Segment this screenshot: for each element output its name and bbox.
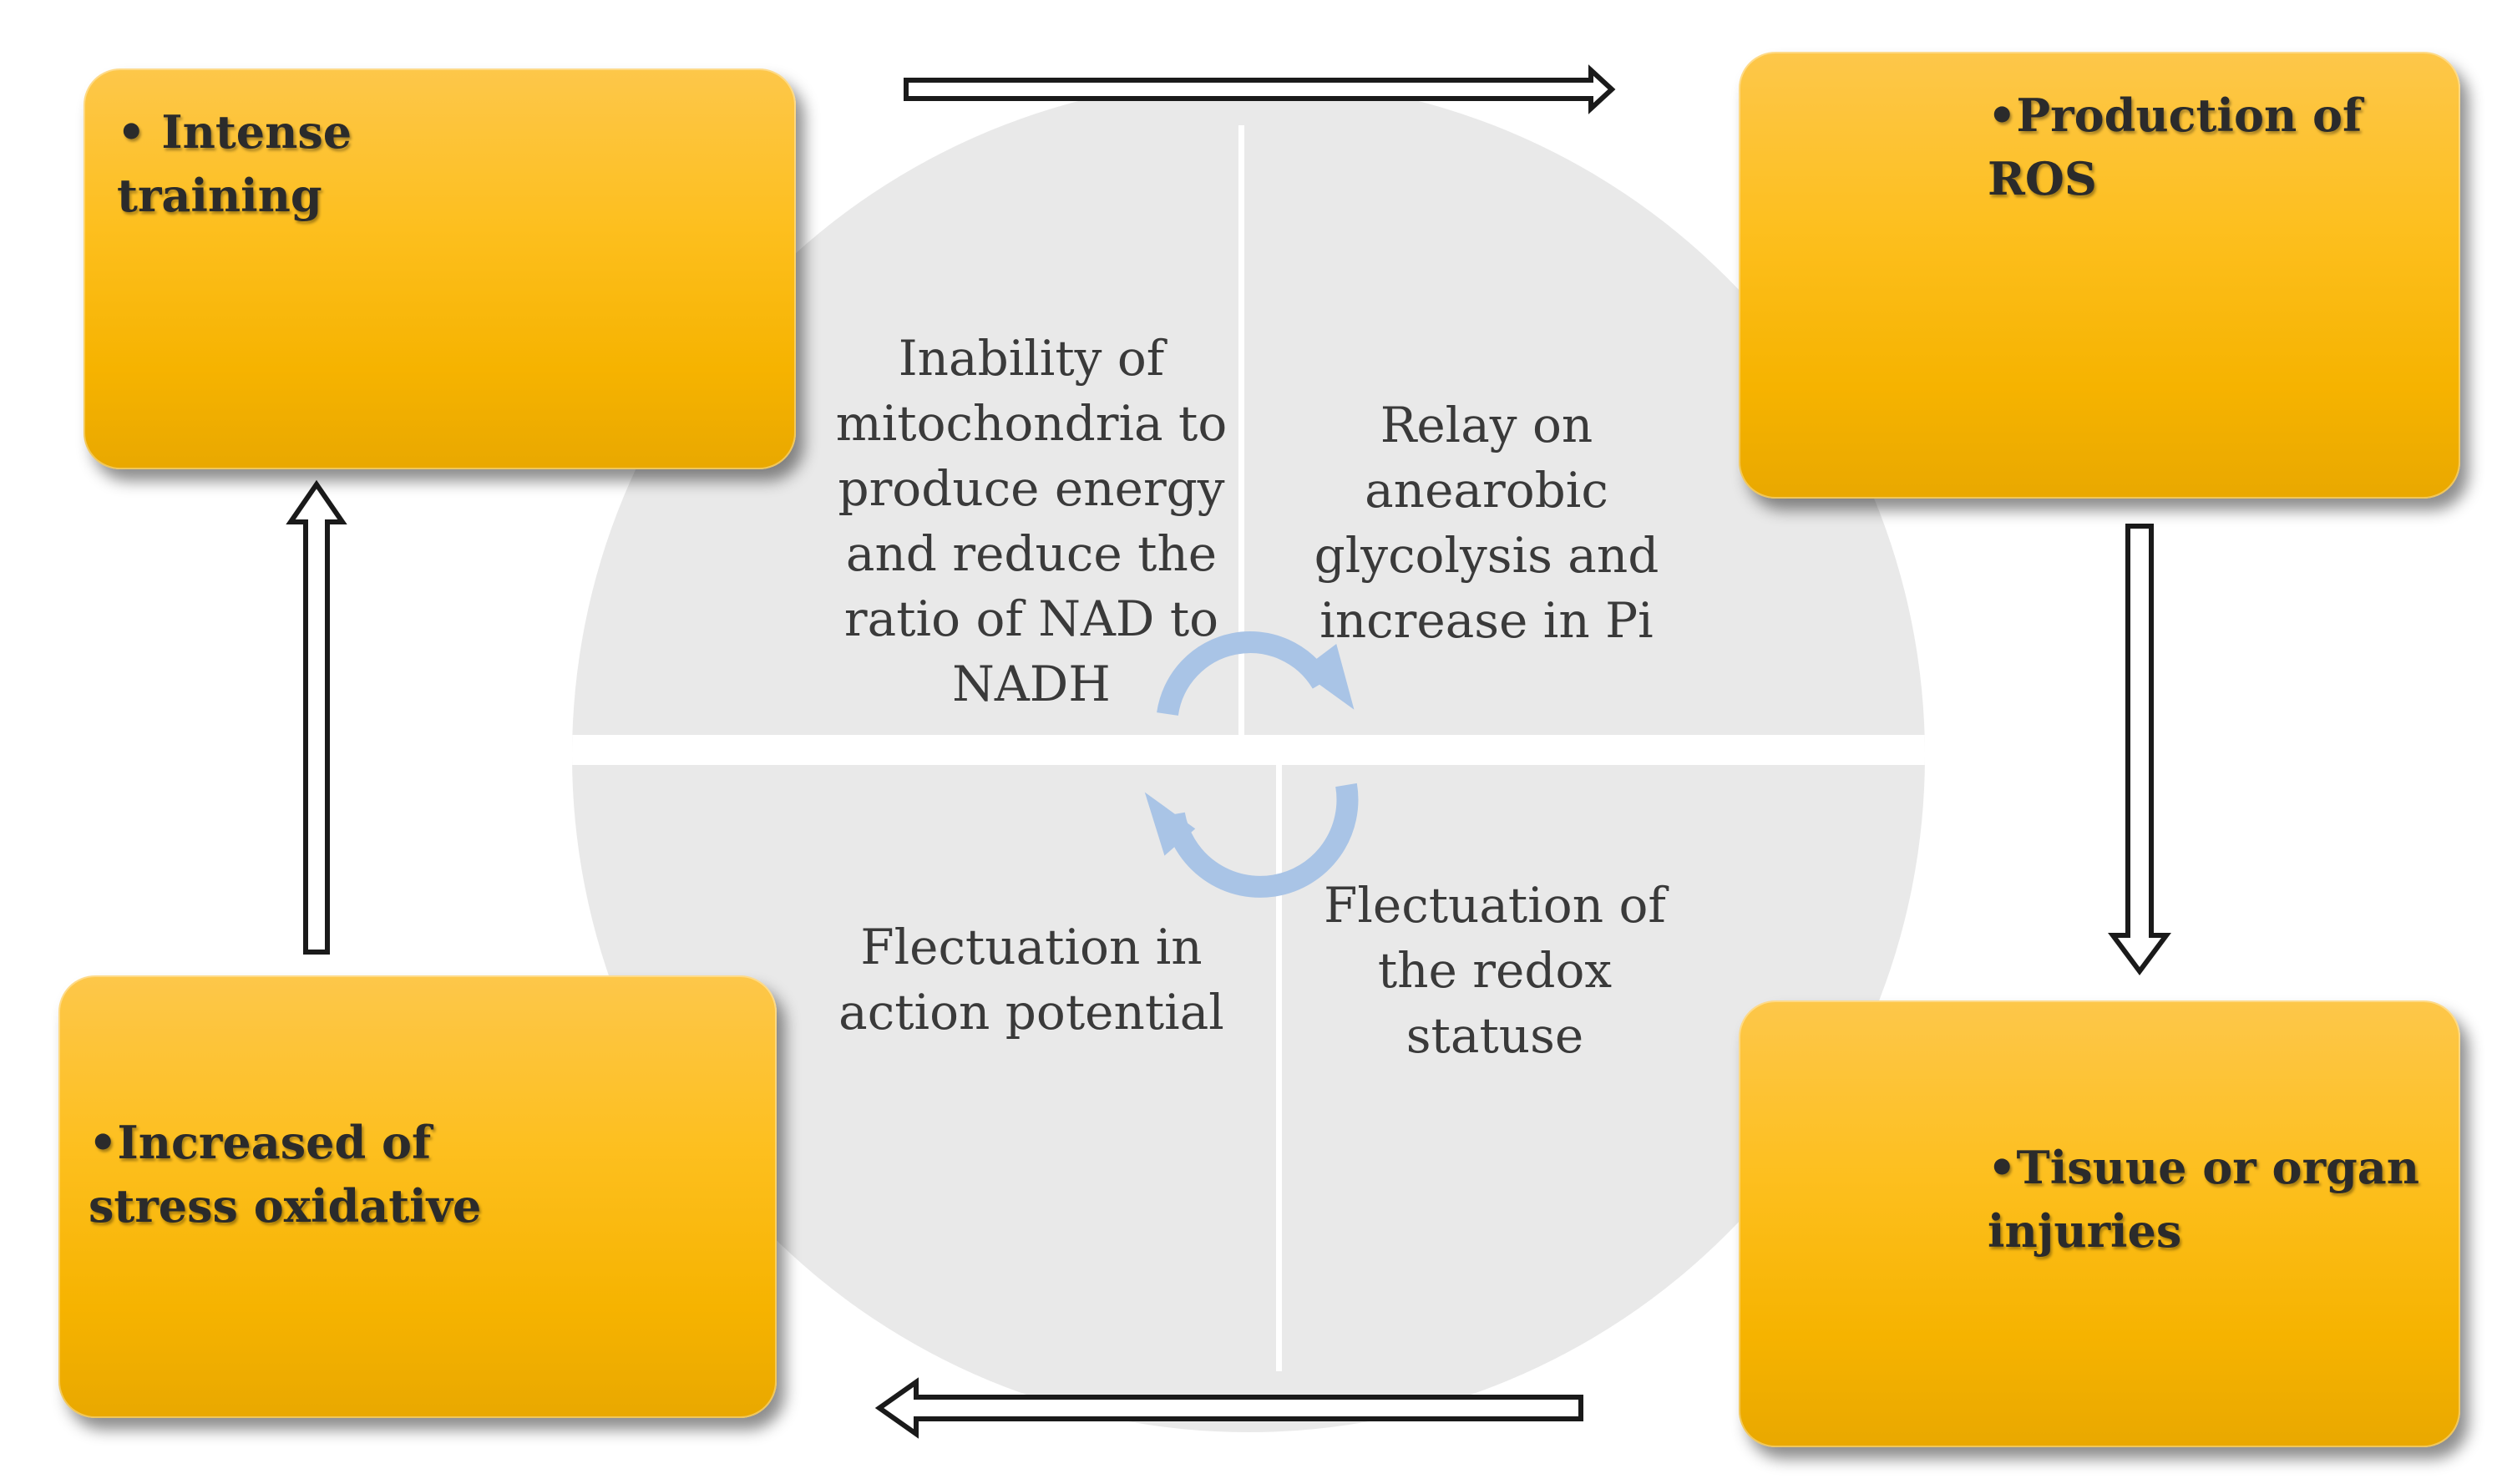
quadrant-bottom-right-text: Flectuation of the redox statuse: [1324, 877, 1666, 1064]
central-circle: [572, 79, 1925, 1432]
cycle-arrow-lower: [1163, 783, 1359, 898]
box-intense-training-text: • Intense training: [117, 105, 352, 222]
cycle-arrowhead-upper: [1300, 643, 1355, 710]
box-tissue-or-organ-injuries: •Tisuue or organ injuries: [1739, 1000, 2460, 1447]
flow-arrow-bottom-left-arrow: [874, 1377, 1583, 1439]
cycle-arrow-upper: [1157, 631, 1332, 717]
box-increased-stress-oxidative: •Increased of stress oxidative: [58, 975, 777, 1418]
flow-arrow-right-down-arrow: [2108, 524, 2171, 976]
box-increased-stress-oxidative-text: •Increased of stress oxidative: [89, 1116, 482, 1233]
box-tissue-or-organ-injuries-text: •Tisuue or organ injuries: [1988, 1141, 2420, 1258]
box-intense-training: • Intense training: [84, 68, 796, 469]
box-production-of-ros: •Production of ROS: [1739, 52, 2460, 499]
flow-arrow-top-right-arrow: [904, 64, 1616, 114]
quadrant-bottom-left-text: Flectuation in action potential: [838, 919, 1224, 1041]
cycle-arrows: [1157, 631, 1359, 898]
horizontal-divider: [572, 735, 1925, 765]
flow-arrow-left-up-arrow: [286, 479, 347, 955]
vertical-divider-bottom: [1276, 762, 1282, 1371]
quadrant-top-right-text: Relay on anearobic glycolysis and increa…: [1314, 397, 1659, 649]
vertical-divider-top: [1238, 125, 1244, 739]
cycle-arrowhead-lower: [1144, 792, 1196, 856]
quadrant-top-left-text: Inability of mitochondria to produce ene…: [835, 330, 1228, 712]
box-production-of-ros-text: •Production of ROS: [1988, 89, 2363, 205]
